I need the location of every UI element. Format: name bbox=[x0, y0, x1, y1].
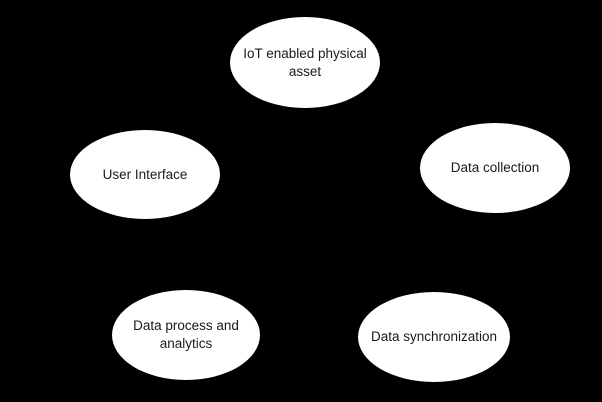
node-iot-enabled-physical-asset: IoT enabled physical asset bbox=[230, 17, 380, 108]
node-label: Data process and analytics bbox=[133, 318, 239, 351]
node-label: User Interface bbox=[102, 166, 188, 182]
node-label: Data synchronization bbox=[370, 329, 498, 345]
node-data-synchronization: Data synchronization bbox=[358, 292, 510, 382]
node-label: IoT enabled physical asset bbox=[243, 45, 367, 79]
node-user-interface: User Interface bbox=[70, 130, 220, 219]
node-data-process-and-analytics: Data process and analytics bbox=[112, 290, 260, 380]
node-data-collection: Data collection bbox=[420, 123, 570, 213]
node-label: Data collection bbox=[450, 160, 540, 176]
